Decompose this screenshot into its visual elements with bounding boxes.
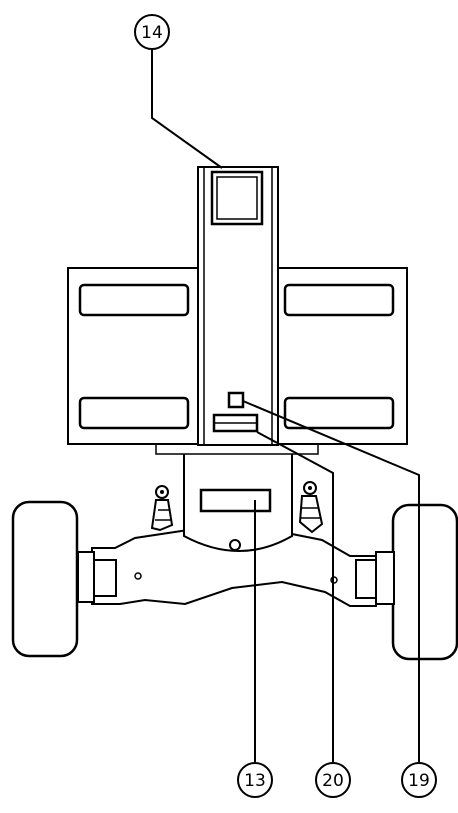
callout-14: 14 [134, 14, 170, 50]
right-wheel [391, 503, 458, 661]
left-steering-cylinder [150, 485, 174, 532]
boom [197, 166, 279, 446]
left-wheel [11, 500, 79, 658]
callout-13: 13 [237, 762, 273, 798]
right-steering-cylinder [298, 481, 324, 534]
chassis-block [183, 450, 293, 552]
leader-lines [151, 50, 420, 762]
callout-13-label: 13 [244, 771, 266, 791]
callout-19: 19 [401, 762, 437, 798]
axle [77, 529, 395, 607]
callout-19-label: 19 [408, 771, 430, 791]
callout-20: 20 [315, 762, 351, 798]
callout-14-label: 14 [141, 23, 163, 43]
callout-20-label: 20 [322, 771, 344, 791]
